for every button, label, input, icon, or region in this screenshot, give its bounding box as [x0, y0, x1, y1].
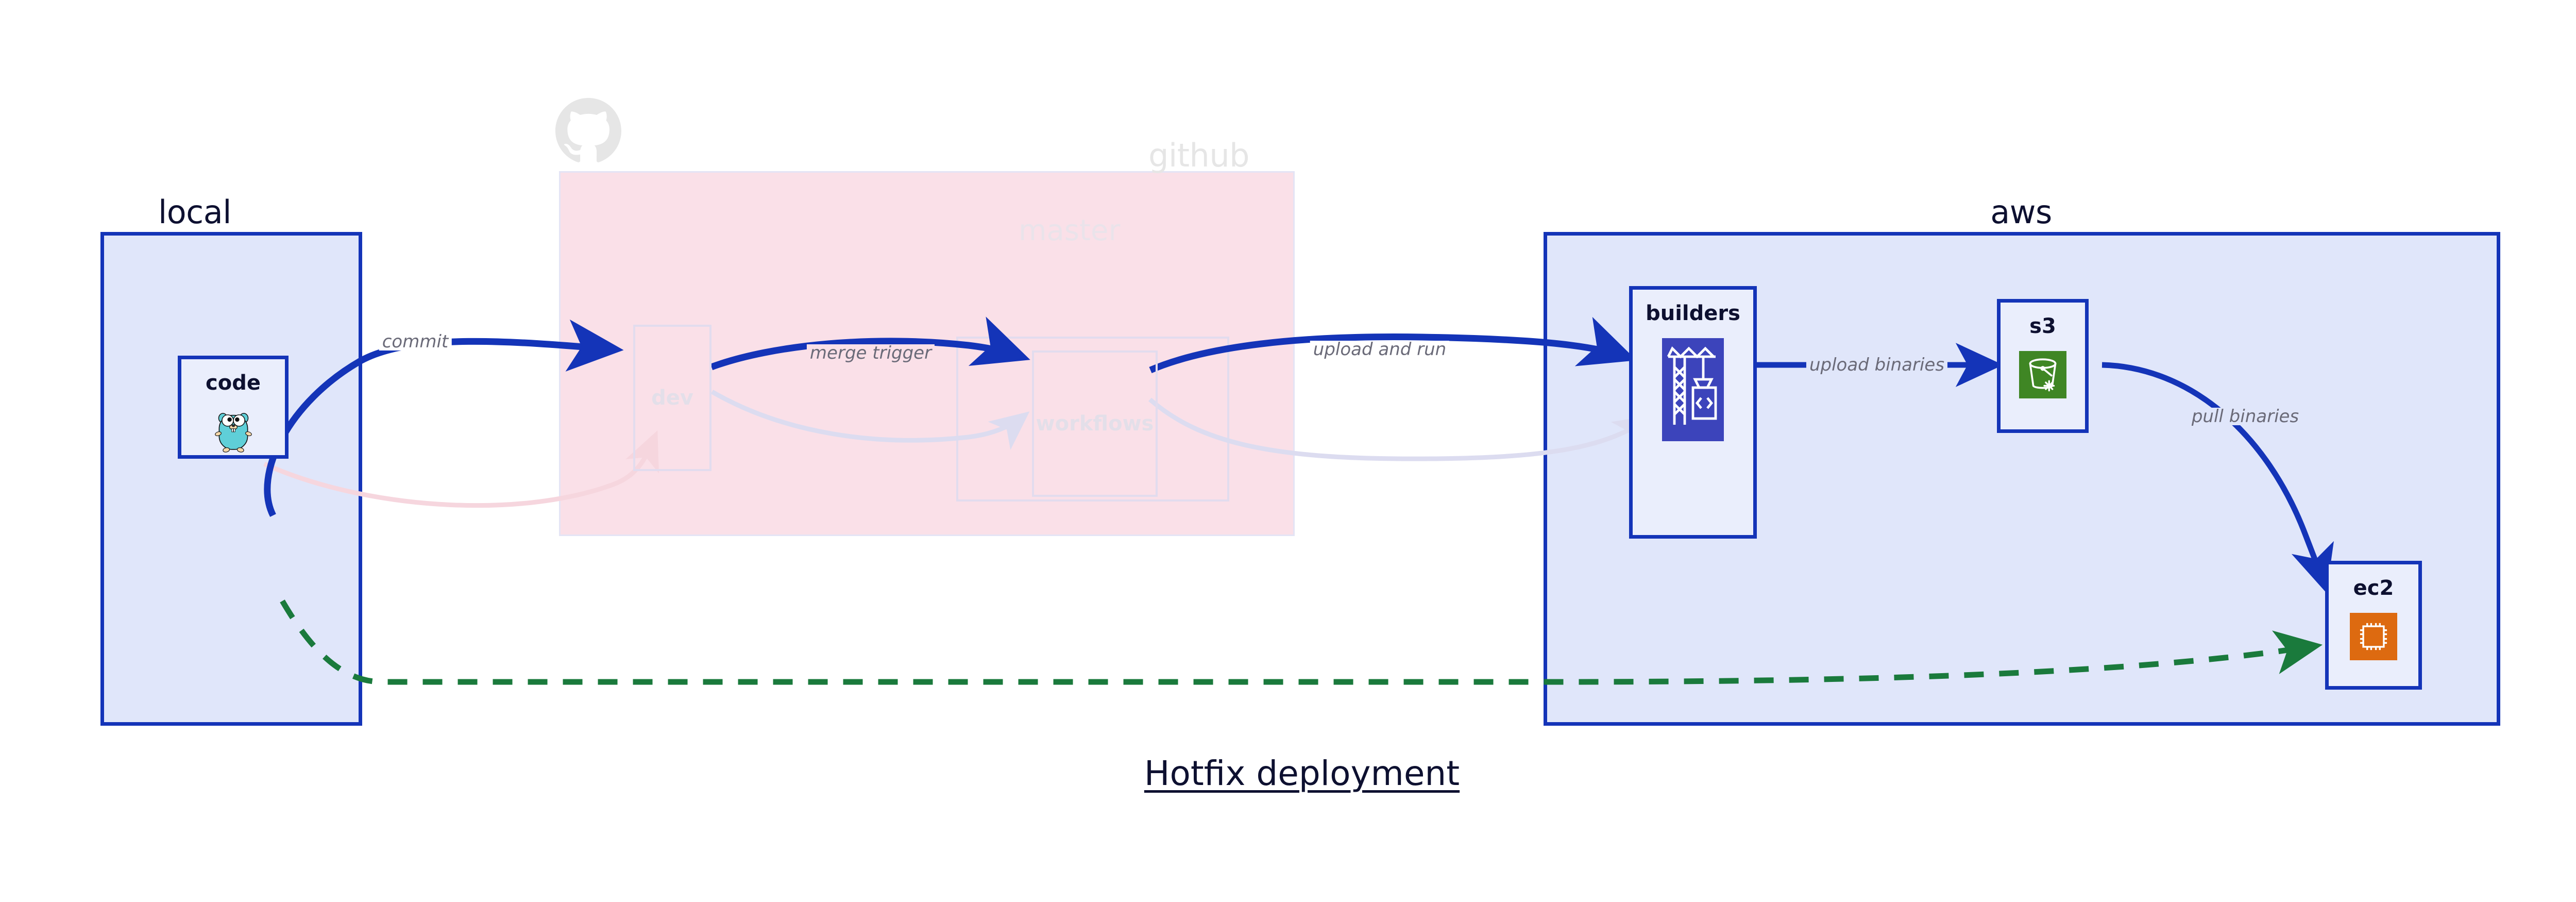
- edge-upload-and-run[interactable]: [1149, 316, 1637, 373]
- node-s3-label: s3: [2029, 314, 2056, 338]
- group-title-github: github: [1148, 137, 1249, 174]
- node-code-label: code: [206, 371, 261, 395]
- node-builders[interactable]: builders: [1629, 286, 1757, 539]
- group-title-local: local: [158, 193, 231, 231]
- aws-s3-glacier-icon: [2019, 351, 2066, 398]
- group-panel-local[interactable]: [100, 232, 362, 726]
- node-builders-label: builders: [1646, 302, 1740, 325]
- aws-ec2-chip-icon: [2350, 613, 2397, 660]
- edge-label-pull-binaries: pull binaries: [2188, 408, 2302, 425]
- aws-codebuild-icon: [1662, 338, 1724, 441]
- subgroup-master[interactable]: [956, 337, 1229, 502]
- node-ec2-label: ec2: [2353, 576, 2394, 600]
- edge-hotfix-direct[interactable]: [280, 599, 2323, 685]
- node-dev[interactable]: dev: [633, 325, 711, 471]
- group-title-aws: aws: [1990, 193, 2052, 231]
- edge-label-commit: commit: [379, 333, 452, 350]
- edge-label-upload-and-run: upload and run: [1310, 341, 1450, 358]
- node-code[interactable]: code: [178, 356, 289, 459]
- diagram-title: Hotfix deployment: [1144, 754, 1460, 793]
- edge-code-to-dev-faded: [263, 430, 659, 508]
- edge-pull-binaries[interactable]: [2102, 362, 2334, 593]
- node-s3[interactable]: s3: [1997, 299, 2089, 433]
- edge-label-upload-binaries: upload binaries: [1806, 356, 1948, 374]
- go-gopher-icon: [214, 413, 252, 453]
- edge-merge-trigger[interactable]: [710, 316, 1030, 371]
- node-ec2[interactable]: ec2: [2325, 561, 2422, 690]
- node-dev-label: dev: [651, 386, 693, 410]
- subgroup-master-title: master: [1019, 214, 1121, 247]
- edge-workflows-to-builders-faded: [1148, 397, 1654, 461]
- edge-dev-to-workflows-faded: [710, 390, 1030, 450]
- github-octocat-icon: [555, 98, 621, 162]
- edge-commit[interactable]: [264, 319, 624, 517]
- node-workflows-label: workflows: [1036, 412, 1154, 436]
- node-workflows[interactable]: workflows: [1032, 350, 1158, 497]
- edge-label-merge-trigger: merge trigger: [806, 344, 935, 362]
